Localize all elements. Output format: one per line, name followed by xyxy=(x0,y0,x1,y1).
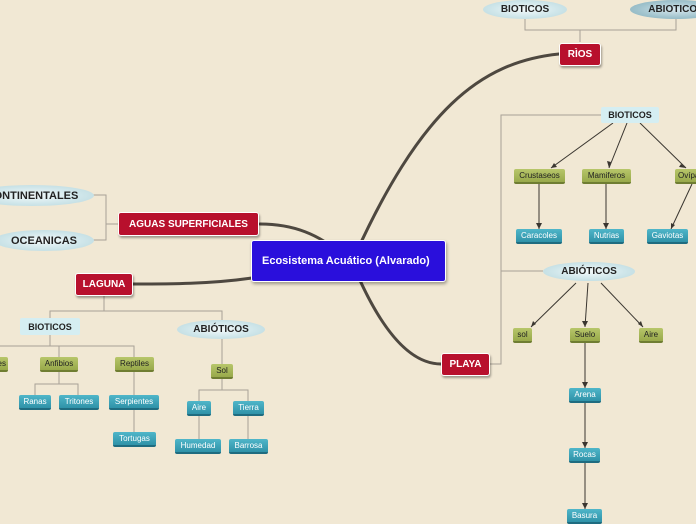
link-anf-tritones xyxy=(59,383,79,395)
topic-rios[interactable]: RÌOS xyxy=(559,43,601,66)
arrow-bio-crust xyxy=(550,122,614,169)
topic-aguas-superficiales[interactable]: AGUAS SUPERFICIALES xyxy=(118,212,259,236)
playa-oviparos[interactable]: Ovíparos xyxy=(675,169,696,184)
branch-rios xyxy=(350,52,561,264)
laguna-peces[interactable]: Peces xyxy=(0,357,8,372)
playa-bioticos[interactable]: BIOTICOS xyxy=(601,107,659,123)
link-sol-aire xyxy=(198,379,223,401)
laguna-bioticos[interactable]: BIOTICOS xyxy=(20,318,80,335)
link-anf-ranas xyxy=(34,372,60,395)
laguna-barrosa[interactable]: Barrosa xyxy=(229,439,268,454)
branch-laguna xyxy=(131,276,254,286)
link-laguna-bioticos xyxy=(49,295,105,318)
link-playa-bioticos xyxy=(490,114,601,365)
playa-gaviotas[interactable]: Gaviotas xyxy=(647,229,688,244)
topic-laguna[interactable]: LAGUNA xyxy=(75,273,133,296)
laguna-ranas[interactable]: Ranas xyxy=(19,395,51,410)
aguas-continentales[interactable]: CONTINENTALES xyxy=(0,185,94,206)
laguna-humedad[interactable]: Humedad xyxy=(175,439,221,454)
central-topic[interactable]: Ecosistema Acuático (Alvarado) xyxy=(251,240,446,282)
playa-basura[interactable]: Basura xyxy=(567,509,602,524)
link-rios-abioticos xyxy=(580,19,677,31)
laguna-tortugas[interactable]: Tortugas xyxy=(113,432,156,447)
link-rios-bioticos xyxy=(524,19,581,42)
laguna-tritones[interactable]: Tritones xyxy=(59,395,99,410)
arrow-ovi-gaviotas xyxy=(670,183,693,230)
branch-playa xyxy=(350,260,443,366)
playa-abioticos[interactable]: ABIÓTICOS xyxy=(543,262,635,281)
playa-aire[interactable]: Aire xyxy=(639,328,663,343)
aguas-oceanicas[interactable]: OCEANICAS xyxy=(0,230,94,251)
playa-caracoles[interactable]: Caracoles xyxy=(516,229,562,244)
link-aguas-oceanicas xyxy=(92,224,107,241)
playa-mamiferos[interactable]: Mamiferos xyxy=(582,169,631,184)
link-lbio-anfibios xyxy=(50,345,60,357)
laguna-aire[interactable]: Aire xyxy=(187,401,211,416)
laguna-anfibios[interactable]: Anfibios xyxy=(40,357,78,372)
playa-suelo[interactable]: Suelo xyxy=(570,328,600,343)
playa-arena[interactable]: Arena xyxy=(569,388,601,403)
link-lbio-reptiles xyxy=(59,345,135,357)
laguna-serpientes[interactable]: Serpientes xyxy=(109,395,159,410)
topic-playa[interactable]: PLAYA xyxy=(441,353,490,376)
link-aguas-continentales xyxy=(92,194,118,225)
laguna-abioticos[interactable]: ABIÓTICOS xyxy=(177,320,265,339)
laguna-tierra[interactable]: Tierra xyxy=(233,401,264,416)
playa-nutrias[interactable]: Nutrias xyxy=(589,229,624,244)
link-lbio-peces xyxy=(0,335,51,347)
rios-bioticos[interactable]: BIOTICOS xyxy=(483,0,567,19)
laguna-reptiles[interactable]: Reptiles xyxy=(115,357,154,372)
link-sol-tierra xyxy=(222,389,249,401)
arrow-bio-mam xyxy=(608,122,628,169)
arrow-abio-suelo xyxy=(584,282,589,328)
playa-sol[interactable]: sol xyxy=(513,328,532,343)
playa-rocas[interactable]: Rocas xyxy=(569,448,600,463)
arrow-bio-ovi xyxy=(639,122,687,169)
playa-crustaseos[interactable]: Crustaseos xyxy=(514,169,565,184)
arrow-abio-aire xyxy=(600,282,644,328)
arrow-abio-sol xyxy=(530,282,577,328)
laguna-sol[interactable]: Sol xyxy=(211,364,233,379)
link-laguna-abioticos xyxy=(104,310,223,320)
